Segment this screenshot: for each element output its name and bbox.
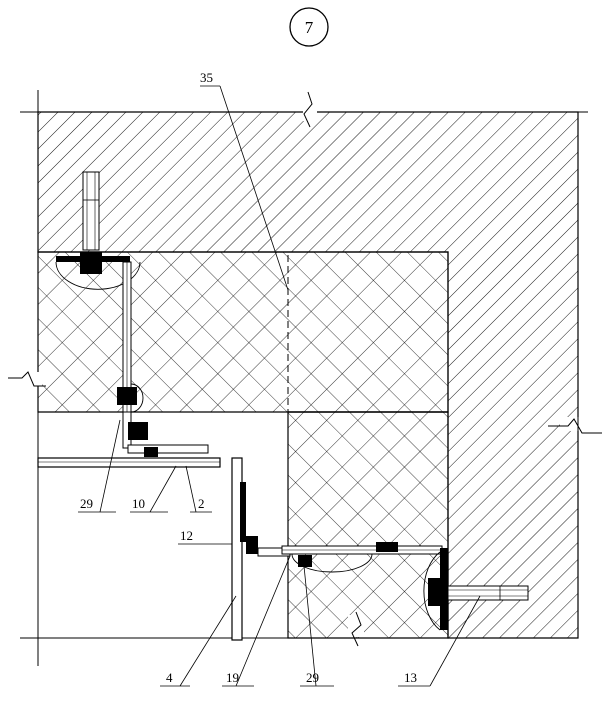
hanger-left	[117, 261, 209, 457]
callout-35: 35	[200, 70, 213, 85]
anchor-bolt-right	[423, 551, 529, 631]
callout-29-bottom: 29	[306, 670, 319, 685]
callout-10: 10	[132, 496, 145, 511]
callout-2: 2	[198, 496, 205, 511]
callout-4: 4	[166, 670, 173, 685]
detail-number: 7	[305, 18, 314, 37]
anchor-bolt-top	[55, 171, 141, 290]
callout-12: 12	[180, 528, 193, 543]
callout-labels: 35 29 10 2 12 4 19 29 13	[80, 70, 417, 685]
callout-29-left: 29	[80, 496, 93, 511]
ceiling-panel	[37, 457, 221, 468]
vertical-panel	[231, 457, 243, 641]
leader-lines	[78, 85, 481, 687]
callout-19: 19	[226, 670, 239, 685]
callout-13: 13	[404, 670, 417, 685]
insulation-board	[37, 251, 449, 647]
detail-number-badge: 7	[289, 7, 329, 47]
frame-lines	[8, 90, 588, 666]
